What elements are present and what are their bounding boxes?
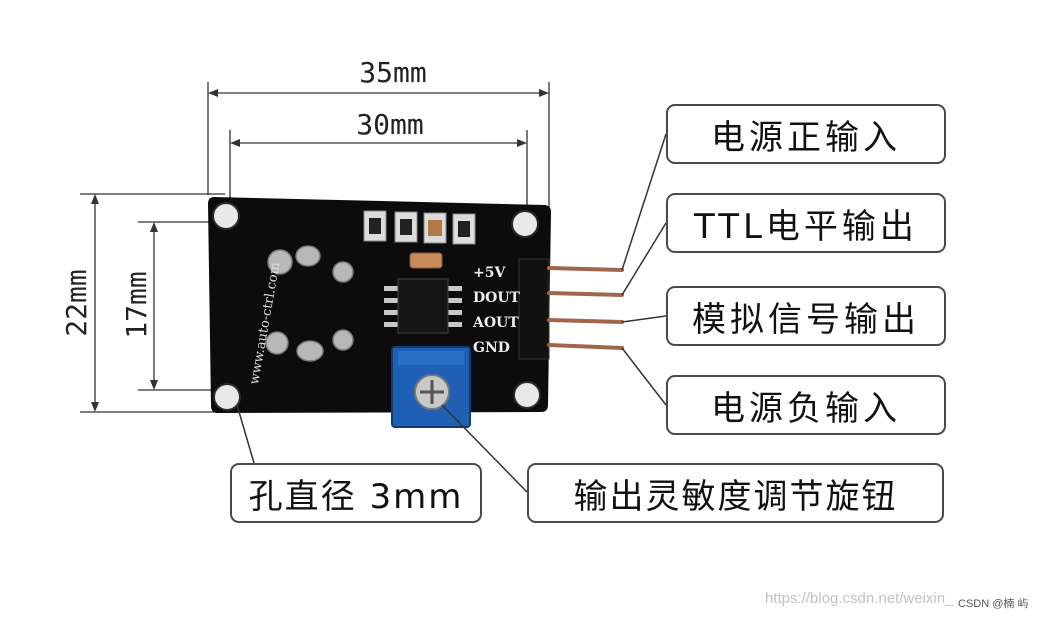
sensitivity-potentiometer [391, 346, 471, 428]
watermark-url: https://blog.csdn.net/weixin_ [765, 590, 954, 607]
label-power-positive: 电源正输入 [666, 104, 946, 164]
pin-header-pins [547, 266, 624, 350]
comparator-ic [384, 278, 462, 334]
mounting-hole-top-left [212, 202, 240, 230]
pin-label-gnd: GND [473, 340, 510, 356]
mounting-hole-bottom-left [213, 383, 241, 411]
label-analog-output: 模拟信号输出 [666, 286, 946, 346]
label-hole-diameter: 孔直径 3mm [230, 463, 482, 523]
dim-width-outer: 35mm [359, 56, 426, 89]
smd-components [363, 210, 476, 269]
dim-height-holes: 17mm [120, 271, 153, 338]
leader-lines [236, 133, 667, 493]
csdn-brand: CSDN @楠 屿 [955, 595, 1032, 611]
sensor-pads [265, 245, 354, 362]
label-power-negative: 电源负输入 [666, 375, 946, 435]
pin-header [518, 258, 550, 360]
pin-label-aout: AOUT [472, 315, 519, 331]
mounting-hole-top-right [511, 210, 539, 238]
dim-width-holes: 30mm [356, 108, 423, 141]
pin-label-dout: DOUT [473, 290, 521, 306]
dim-height-outer: 22mm [60, 269, 93, 336]
mounting-hole-bottom-right [513, 381, 541, 409]
pin-label-5v: +5V [473, 265, 506, 281]
label-ttl-output: TTL电平输出 [666, 193, 946, 253]
dimension-lines [80, 82, 550, 413]
dimension-arrowheads [91, 89, 549, 412]
pcb-board: +5V DOUT AOUT GND www.auto-ctrl.com [208, 197, 624, 428]
label-sensitivity-knob: 输出灵敏度调节旋钮 [527, 463, 944, 523]
